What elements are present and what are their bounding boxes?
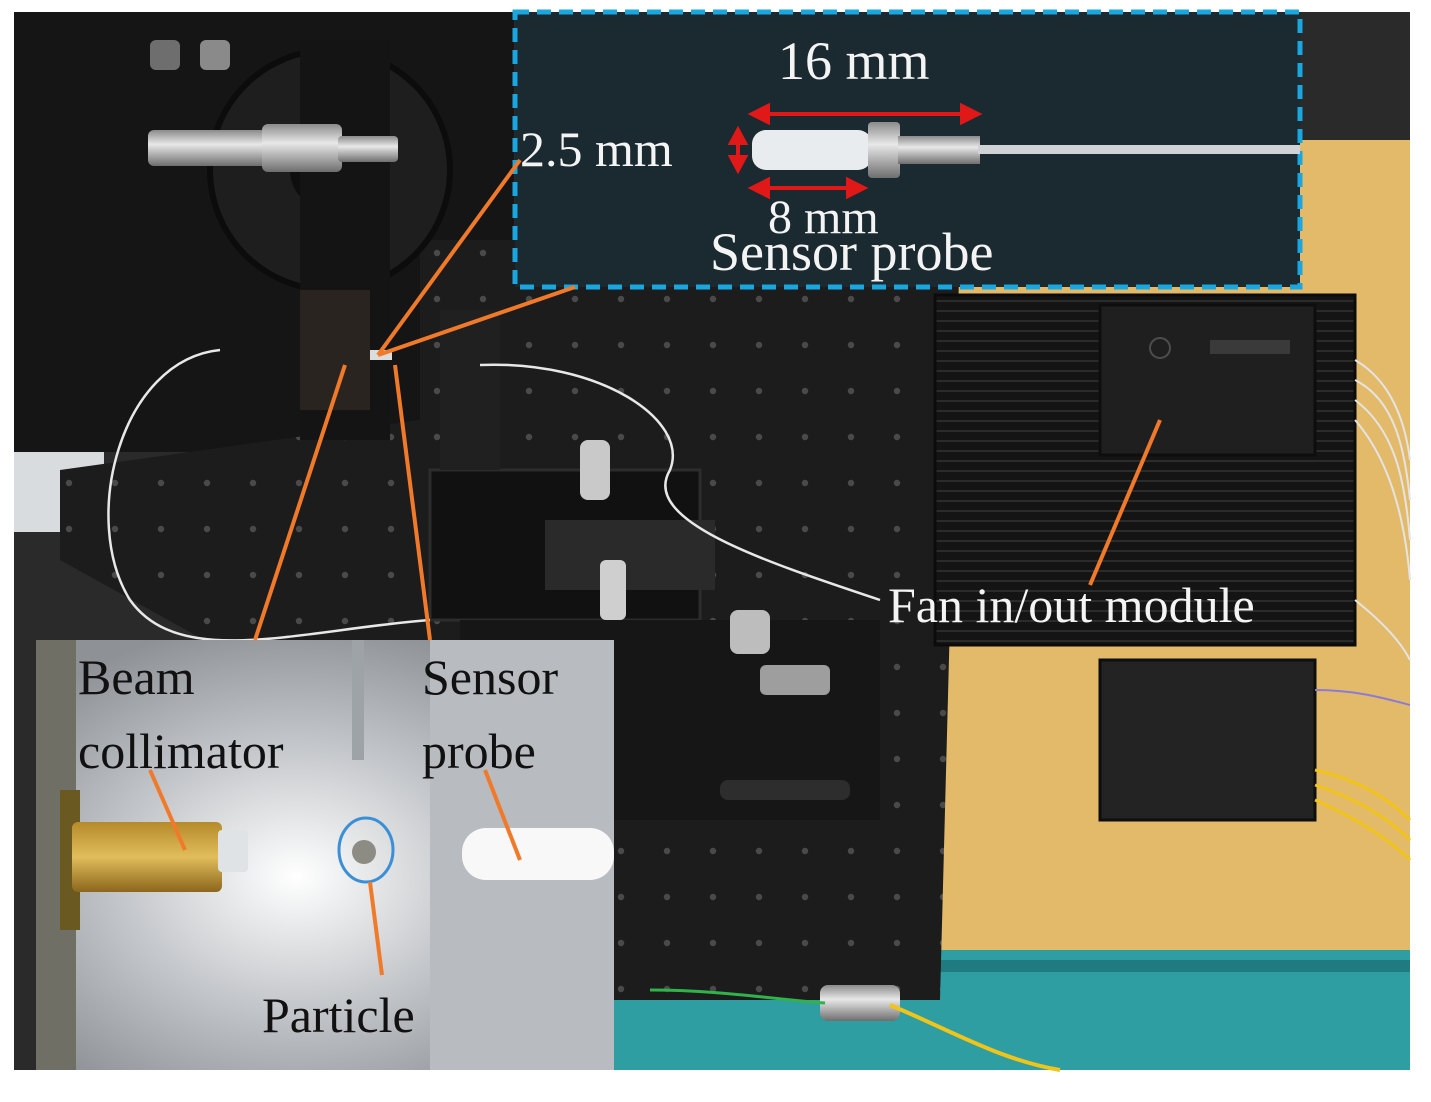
- mount-screw-1: [150, 40, 180, 70]
- callout-lines: [253, 158, 1162, 641]
- inset-probe-ceramic: [752, 130, 872, 170]
- label-probe: probe: [422, 723, 536, 779]
- second-module-fibers: [1314, 768, 1412, 862]
- label-particle: Particle: [262, 987, 415, 1043]
- second-module-fiber-purple: [1314, 689, 1411, 706]
- label-8mm: 8 mm: [768, 191, 879, 244]
- stage-knob-2: [600, 560, 626, 620]
- fiber-green-floor: [649, 988, 826, 1005]
- fiber-center: [479, 363, 881, 602]
- inset-probe-ferrule-nut: [868, 122, 900, 178]
- label-beam: Beam: [78, 649, 195, 705]
- inset-fiber-vertical: [352, 640, 364, 760]
- inset-probe-fiber: [978, 145, 1300, 154]
- stage-knob-4: [760, 665, 830, 695]
- dimension-arrow-8mm: [747, 176, 869, 200]
- second-module: [1098, 658, 1317, 822]
- inset-sensor-probe: [462, 828, 614, 880]
- label-2-5mm: 2.5 mm: [520, 121, 673, 177]
- fiber-connector: [820, 985, 900, 1021]
- micrometer-barrel: [148, 130, 268, 166]
- label-collimator: collimator: [78, 723, 284, 779]
- probe-post: [440, 310, 500, 470]
- micrometer-thimble: [262, 124, 342, 172]
- fan-module-plate: [1098, 303, 1317, 457]
- top-inset-frame: [512, 9, 1303, 290]
- particle-circle: [337, 816, 395, 884]
- mount-screw-2: [200, 40, 230, 70]
- inset-callout-lines: [148, 769, 522, 976]
- label-fan-module: Fan in/out module: [888, 577, 1255, 633]
- inset-particle: [352, 840, 376, 864]
- label-sensor-probe-top: Sensor probe: [710, 222, 994, 282]
- stage-knob-1: [580, 440, 610, 500]
- dimension-arrow-16mm: [747, 102, 983, 126]
- fan-module-logo-icon: [1149, 337, 1171, 359]
- fiber-yellow-floor: [889, 1003, 1061, 1072]
- inset-collimator-tube: [72, 822, 222, 892]
- stage-plate-slot: [720, 780, 850, 800]
- fiber-left: [107, 348, 431, 642]
- dimension-arrow-2-5mm: [727, 125, 749, 175]
- stage-top: [545, 520, 715, 590]
- label-sensor: Sensor: [422, 649, 559, 705]
- stage-knob-3: [730, 610, 770, 654]
- inset-collimator-tip: [218, 830, 248, 872]
- inset-probe-ferrule: [898, 136, 980, 164]
- micrometer-knob: [338, 136, 398, 162]
- fan-module-logo-text: [1210, 340, 1290, 354]
- fan-module-fibers: [1354, 359, 1411, 661]
- label-16mm: 16 mm: [778, 31, 930, 91]
